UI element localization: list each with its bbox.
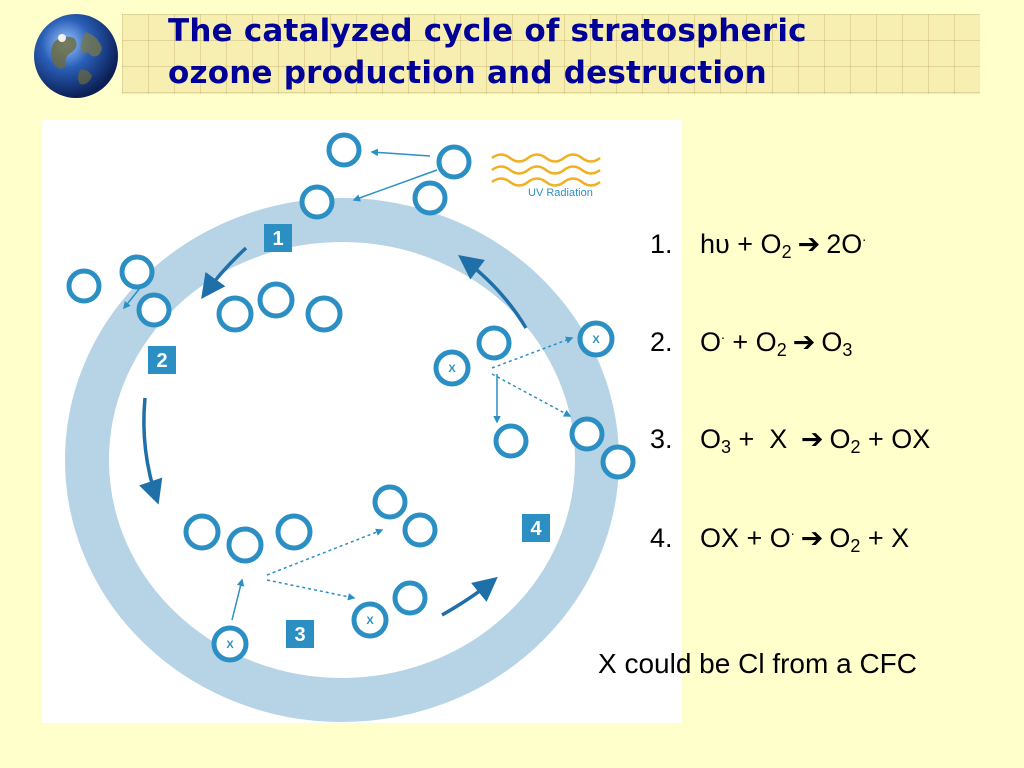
equation-text: O <box>700 327 722 357</box>
title-line-2: ozone production and destruction <box>168 55 767 91</box>
oxygen-atom <box>216 295 254 333</box>
molecule-group <box>66 132 636 616</box>
page-title: The catalyzed cycle of stratospheric ozo… <box>168 10 978 94</box>
subscript: 2 <box>776 340 787 360</box>
globe-icon <box>34 14 118 98</box>
subscript: 2 <box>850 536 861 556</box>
oxygen-atom <box>392 580 428 616</box>
equation-text: O <box>829 424 851 454</box>
equation-text: O <box>821 327 843 357</box>
oxygen-atom <box>412 180 448 216</box>
equation-number: 3. <box>650 424 673 454</box>
equation-text: + O <box>724 327 777 357</box>
oxygen-atom <box>136 292 172 328</box>
oxygen-atom <box>372 484 408 520</box>
catalyst-atoms <box>211 320 615 663</box>
step-label-3: 3 <box>294 624 305 646</box>
oxygen-atom <box>326 132 362 168</box>
step-box-4 <box>522 514 550 542</box>
oxygen-atom <box>476 325 512 361</box>
equation-number: 2. <box>650 327 673 357</box>
subscript: 2 <box>781 242 792 262</box>
oxygen-atom <box>275 513 313 551</box>
subscript: 2 <box>850 437 861 457</box>
equation-2: 2.O. + O2 ➔ O3 <box>650 326 852 361</box>
equation-text: + X <box>860 523 910 553</box>
cycle-svg: UV Radiation <box>65 132 636 722</box>
step-boxes <box>148 224 550 648</box>
catalyst-label: X <box>366 615 374 627</box>
catalyst-atom <box>433 349 471 387</box>
cycle-arrow-3 <box>441 576 498 617</box>
equation-text: O <box>829 523 851 553</box>
oxygen-atom <box>299 184 335 220</box>
cycle-ring <box>65 198 619 722</box>
equation-number: 1. <box>650 229 673 259</box>
step-box-1 <box>264 224 292 252</box>
oxygen-atom <box>119 254 155 290</box>
uv-label: UV Radiation <box>528 187 593 199</box>
step-box-3 <box>286 620 314 648</box>
catalyst-atom <box>351 601 389 639</box>
oxygen-atom <box>493 423 529 459</box>
subscript: 3 <box>721 437 732 457</box>
equation-text: hυ + O <box>700 229 782 259</box>
step-label-2: 2 <box>156 350 167 372</box>
oxygen-atom <box>305 295 343 333</box>
arrow-icon: ➔ <box>792 327 816 357</box>
oxygen-atom <box>66 268 102 304</box>
superscript: . <box>721 326 725 342</box>
equation-text: + OX <box>860 424 931 454</box>
equation-3: 3.O3 + X ➔ O2 + OX <box>650 424 930 458</box>
step-label-1: 1 <box>272 228 283 250</box>
equation-text: + X <box>731 424 795 454</box>
catalyst-atom <box>211 625 249 663</box>
catalyst-label: X <box>592 334 600 346</box>
equation-text: OX + O <box>700 523 791 553</box>
title-line-1: The catalyzed cycle of stratospheric <box>168 13 807 49</box>
footnote: X could be Cl from a CFC <box>598 648 917 679</box>
cycle-arrow-4 <box>458 255 528 329</box>
cycle-arrow-1 <box>201 246 248 299</box>
equation-text: 2O <box>826 229 863 259</box>
arrow-icon: ➔ <box>800 424 824 454</box>
title-band <box>122 14 980 94</box>
oxygen-atom <box>436 144 472 180</box>
catalyst-label: X <box>226 639 234 651</box>
oxygen-atom <box>569 416 605 452</box>
catalyst-label: X <box>448 363 456 375</box>
equation-4: 4. OX + O. ➔ O2 + X <box>650 522 909 557</box>
uv-wave-icon <box>491 153 601 187</box>
reaction-arrows <box>123 148 574 621</box>
step-label-4: 4 <box>530 518 542 540</box>
ozone-cycle-diagram: UV Radiation <box>42 120 682 723</box>
arrow-icon: ➔ <box>800 523 824 553</box>
catalyst-atom <box>577 320 615 358</box>
oxygen-atom <box>257 281 295 319</box>
equation-text: O <box>700 424 722 454</box>
superscript: . <box>862 228 867 244</box>
superscript: . <box>790 522 795 538</box>
step-box-2 <box>148 346 176 374</box>
arrow-icon: ➔ <box>797 229 821 259</box>
subscript: 3 <box>842 340 853 360</box>
oxygen-atom <box>226 526 264 564</box>
oxygen-atom <box>183 513 221 551</box>
equation-1: 1. hυ + O2 ➔ 2O. <box>650 228 866 263</box>
oxygen-atom <box>402 512 438 548</box>
oxygen-atom <box>600 444 636 480</box>
equation-number: 4. <box>650 523 673 553</box>
cycle-arrow-2 <box>139 397 163 505</box>
